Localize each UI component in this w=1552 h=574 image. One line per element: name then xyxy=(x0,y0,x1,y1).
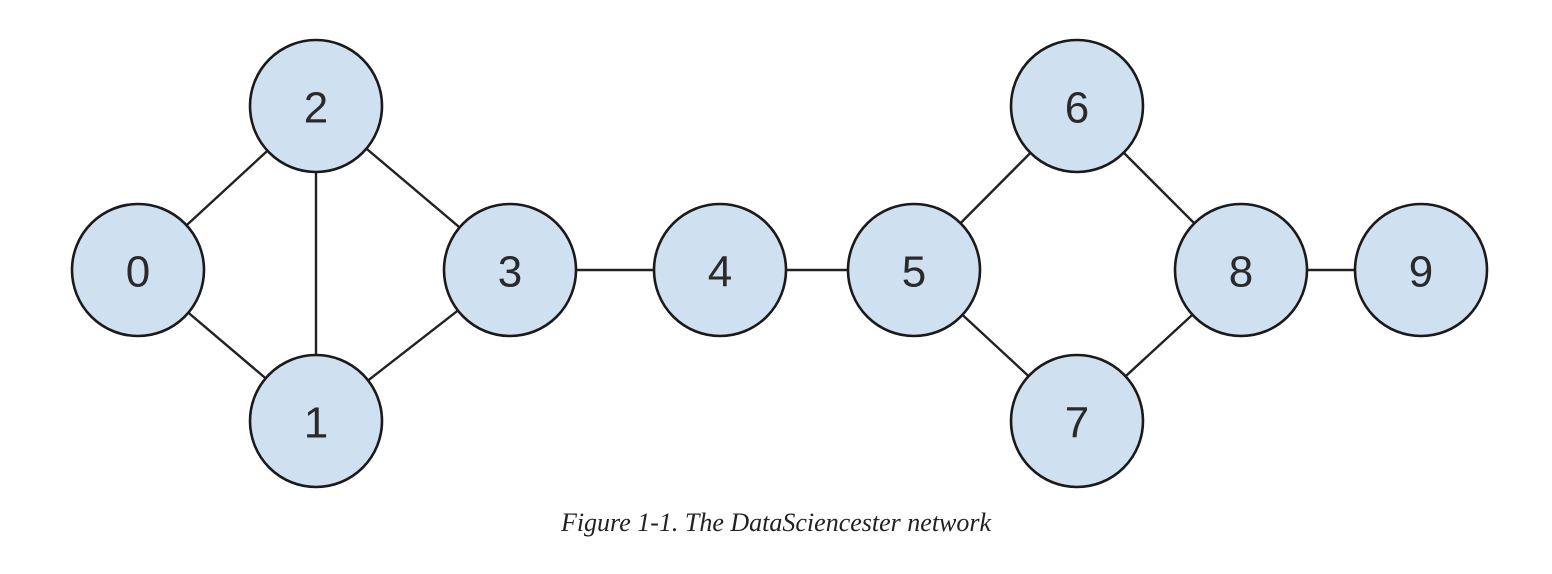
node-6: 6 xyxy=(1009,38,1145,174)
node-3: 3 xyxy=(442,202,578,338)
node-1: 1 xyxy=(248,353,384,489)
node-4: 4 xyxy=(652,202,788,338)
node-label-6: 6 xyxy=(1065,84,1089,133)
node-label-4: 4 xyxy=(708,248,732,297)
node-label-1: 1 xyxy=(304,399,328,448)
network-diagram: 0 1 2 3 4 5 6 7 8 9 xyxy=(70,38,1489,489)
node-circle-9 xyxy=(1353,202,1489,338)
node-circle-7 xyxy=(1009,353,1145,489)
figure-caption: Figure 1-1. The DataSciencester network xyxy=(560,508,992,537)
node-label-0: 0 xyxy=(126,248,150,297)
node-label-3: 3 xyxy=(498,248,522,297)
node-2: 2 xyxy=(248,38,384,174)
node-5: 5 xyxy=(846,202,982,338)
node-0: 0 xyxy=(70,202,206,338)
node-7: 7 xyxy=(1009,353,1145,489)
node-label-8: 8 xyxy=(1229,248,1253,297)
node-label-5: 5 xyxy=(902,248,926,297)
nodes-group: 0 1 2 3 4 5 6 7 8 9 xyxy=(70,38,1489,489)
node-label-9: 9 xyxy=(1409,248,1433,297)
node-circle-4 xyxy=(652,202,788,338)
node-circle-1 xyxy=(248,353,384,489)
node-label-7: 7 xyxy=(1065,399,1089,448)
node-9: 9 xyxy=(1353,202,1489,338)
node-circle-3 xyxy=(442,202,578,338)
node-circle-6 xyxy=(1009,38,1145,174)
node-circle-8 xyxy=(1173,202,1309,338)
node-label-2: 2 xyxy=(304,84,328,133)
node-8: 8 xyxy=(1173,202,1309,338)
node-circle-0 xyxy=(70,202,206,338)
node-circle-5 xyxy=(846,202,982,338)
node-circle-2 xyxy=(248,38,384,174)
